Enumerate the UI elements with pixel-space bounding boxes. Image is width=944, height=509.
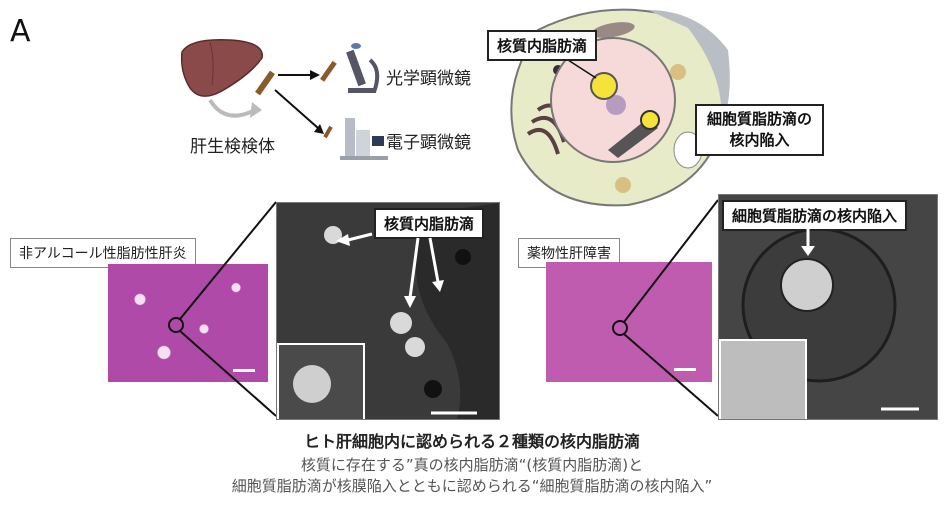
cell-label-cytoplasmic-line2: 核内陥入 xyxy=(729,131,790,149)
dili-disease-label: 薬物性肝障害 xyxy=(518,238,620,268)
light-microscope-label: 光学顕微鏡 xyxy=(386,69,471,89)
dili-em-inset xyxy=(719,339,807,419)
liver-biopsy-label: 肝生検検体 xyxy=(190,137,275,157)
caption-line-1: 核質に存在する”真の核内脂肪滴“(核質内脂肪滴)と xyxy=(300,456,644,474)
caption-line-2: 細胞質脂肪滴が核膜陥入とともに認められる“細胞質脂肪滴の核内陥入” xyxy=(231,477,713,495)
biopsy-core-icon xyxy=(255,70,275,96)
caption: ヒト肝細胞内に認められる２種類の核内脂肪滴 核質に存在する”真の核内脂肪滴“(核… xyxy=(0,428,944,496)
nash-he-image xyxy=(108,264,268,382)
nash-em-label: 核質内脂肪滴 xyxy=(374,208,485,239)
biopsy-schematic xyxy=(180,39,388,160)
electron-microscope-label: 電子顕微鏡 xyxy=(386,133,471,153)
dili-em-label: 細胞質脂肪滴の核内陥入 xyxy=(722,200,908,231)
scale-bar xyxy=(233,369,255,372)
nuclear-lipid-droplet xyxy=(590,72,618,100)
caption-title: ヒト肝細胞内に認められる２種類の核内脂肪滴 xyxy=(303,432,640,451)
panel-letter: A xyxy=(10,14,31,49)
dili-he-image xyxy=(546,262,712,382)
cell-label-cytoplasmic: 細胞質脂肪滴の 核内陥入 xyxy=(695,104,825,156)
liver-icon xyxy=(180,39,263,97)
cell-label-nuclear: 核質内脂肪滴 xyxy=(487,30,598,61)
dili-em-arrow xyxy=(801,226,815,256)
nash-em-arrows xyxy=(336,232,444,308)
scale-bar xyxy=(674,368,696,371)
cell-label-cytoplasmic-line1: 細胞質脂肪滴の xyxy=(707,110,813,128)
nash-disease-label: 非アルコール性脂肪性肝炎 xyxy=(10,238,196,268)
light-microscope-icon xyxy=(346,43,380,93)
dili-zoom-lines xyxy=(612,199,719,417)
electron-microscope-icon xyxy=(340,118,388,160)
invaginated-lipid-droplet xyxy=(640,110,660,130)
dili-em-image xyxy=(718,194,938,420)
curved-arrow-icon xyxy=(208,98,256,118)
nash-em-inset xyxy=(277,343,365,419)
nash-zoom-lines xyxy=(168,201,277,417)
